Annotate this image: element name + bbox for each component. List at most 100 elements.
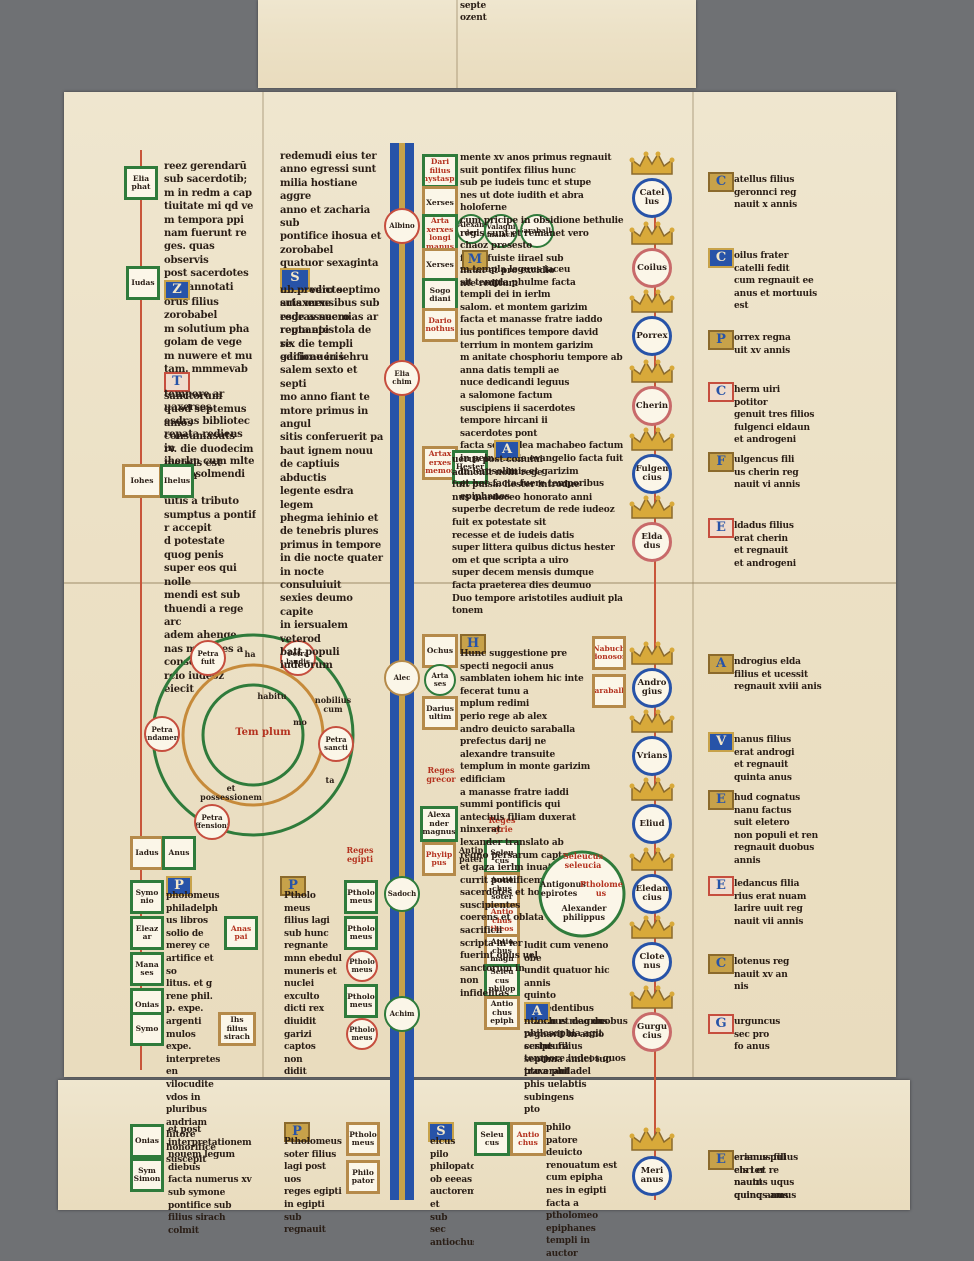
crown-icon	[629, 289, 675, 313]
far-right-entry-9: hud cognatus nanu factus suit eletero no…	[734, 793, 818, 866]
right-text-c: uerus post conuiui admonit nolit rege fu…	[452, 455, 623, 617]
label-ihelus: Ihelus	[160, 464, 194, 498]
petra-circle-2: Petra laudis	[280, 640, 316, 676]
label-saraballa: Saraballa	[592, 674, 626, 708]
initial-c4-icon: C	[708, 954, 734, 974]
label-antigonus: Antip pater	[458, 845, 484, 864]
label-eleazar: Eleaz ar	[130, 916, 164, 950]
ring-word-5: ha	[244, 649, 256, 659]
label-anas-pai: Anas pai	[224, 916, 258, 950]
ring-word-4: et possessionem	[200, 783, 262, 802]
bottom-label-ptholomeus: Ptholo meus	[346, 1122, 380, 1156]
far-right-entry-7: ndrogius elda filius et ucessit regnauit…	[734, 657, 822, 693]
bottom-text-mid: Ptholomeus soter filius lagi post uos re…	[284, 1137, 342, 1236]
king-eldadus: Elda dus	[632, 522, 672, 562]
crown-icon	[629, 915, 675, 939]
bottom-label-philopator: Philo pator	[346, 1160, 380, 1194]
label-antiochus-epiph: Antio chus epiph	[484, 996, 520, 1030]
bottom-text-far: eranus pul chri et re nautus uqus quinqs…	[734, 1153, 797, 1201]
far-right-entry-6: ldadus filius erat cherin et regnauit et…	[734, 521, 797, 569]
fold-line	[692, 92, 694, 1077]
label-seleucus-philop: Seleu cus philop	[484, 964, 520, 998]
initial-p3-icon: P	[708, 330, 734, 350]
crown-icon	[629, 151, 675, 175]
bottom-label-onias: Onias	[130, 1124, 164, 1158]
initial-a-icon: A	[494, 440, 520, 460]
initial-c2-icon: C	[708, 248, 734, 268]
crown-icon	[629, 847, 675, 871]
seleucus-label-2: Antigonus epirotes	[540, 879, 586, 898]
king-fulgencius: Fulgen cius	[632, 454, 672, 494]
crown-icon	[629, 221, 675, 245]
reges-egipti-label: Reges egipti	[346, 845, 374, 864]
center-circle-albino: Albino	[384, 208, 420, 244]
initial-e-icon: E	[708, 518, 734, 538]
initial-p4-icon: P	[284, 1122, 310, 1142]
label-dario-hystaspi: Dari filius hystaspi	[422, 154, 458, 188]
label-sogodiani: Sogo diani	[422, 278, 458, 312]
initial-c3-icon: C	[708, 382, 734, 402]
label-antiochus-magn: Antio chus magn	[484, 934, 520, 968]
circle-esdras: Alexan der	[456, 214, 486, 244]
center-circle-alec: Alec	[384, 660, 420, 696]
far-right-entry-13: erianus filius eis ter naunt quinq anus	[734, 1153, 798, 1201]
king-porrex: Porrex	[632, 316, 672, 356]
initial-e2-icon: E	[708, 790, 734, 810]
label-symo: Symo	[130, 1012, 164, 1046]
crown-icon	[629, 985, 675, 1009]
initial-c-icon: C	[708, 172, 734, 192]
ptholomeus-4: Ptholo meus	[344, 984, 378, 1018]
far-right-entry-3: orrex regna uit xv annis	[734, 333, 791, 356]
initial-v-icon: V	[708, 732, 734, 752]
label-darius-ultim: Darius ultim	[422, 696, 458, 730]
seleucus-label-1: Seleucus seleucia	[562, 851, 603, 870]
initial-f-icon: F	[708, 452, 734, 472]
far-right-entry-2: oilus frater catelli fedit cum regnauit …	[734, 251, 817, 312]
ptholomeus-2: Ptholo meus	[344, 916, 378, 950]
initial-s2-icon: S	[428, 1122, 454, 1142]
label-xerses-2: Xerses	[422, 248, 458, 282]
left-genealogy-line	[140, 150, 142, 1070]
bottom-label-simon: Sym Simon	[130, 1158, 164, 1192]
center-circle-eliachim: Elia chim	[384, 360, 420, 396]
label-alexander-magnus: Alexa nder magnus	[420, 806, 458, 842]
label-dario-nothus: Dario nothus	[422, 308, 458, 342]
right-text-d: Hunc suggestione pre specti negocii anus…	[460, 649, 594, 1000]
bottom-text-right2: philo patore deuicto renouatum est cum e…	[546, 1123, 618, 1259]
label-reges-grecor: Reges grecor	[426, 765, 456, 784]
bottom-label-antiochus: Antio chus	[510, 1122, 546, 1156]
petra-circle-1: Petra fuit	[190, 640, 226, 676]
initial-h-icon: H	[460, 634, 486, 654]
label-philippus: Phylip pus	[422, 842, 456, 876]
fold-line	[64, 582, 896, 584]
left-text-a: reez gerendarū sub sacerdotib; m in redm…	[164, 161, 254, 293]
bottom-text-left: et post interpretationem nouem legum die…	[168, 1125, 252, 1236]
far-right-entry-4: herm uiri potitor genuit tres filios ful…	[734, 385, 815, 446]
king-vrians: Vrians	[632, 736, 672, 776]
crown-icon	[629, 427, 675, 451]
left-text-d: pholomeus philadelph us libros solio de …	[166, 891, 221, 1166]
king-catellus: Catel lus	[632, 178, 672, 218]
king-merianus: Meri anus	[632, 1156, 672, 1196]
king-gurgucius: Gurgu cius	[632, 1012, 672, 1052]
label-symonio: Symo nio	[130, 880, 164, 914]
label-iadus: Iadus	[130, 836, 164, 870]
middle-text-c: Ptholo meus filius lagi sub hunc regnant…	[284, 891, 342, 1078]
label-anus: Anus	[162, 836, 196, 870]
ptholomeus-1: Ptholo meus	[344, 880, 378, 914]
far-right-entry-5: ulgencus fili us cherin reg nauit vi ann…	[734, 455, 801, 491]
king-clotenus: Clote nus	[632, 942, 672, 982]
circle-arses: Arta ses	[424, 664, 456, 696]
label-seleucus: Seleu cus	[484, 840, 520, 874]
label-vago: Nabuch donosor	[592, 636, 626, 670]
seleucus-label-3: Ptholome us	[580, 879, 623, 898]
king-coilus: Coilus	[632, 248, 672, 288]
ring-word-1: habitu	[257, 691, 287, 701]
far-right-entry-1: atellus filius geronnci reg nauit x anni…	[734, 175, 797, 211]
crown-icon	[629, 495, 675, 519]
top-parchment-strip: septe ozent	[258, 0, 696, 88]
circle-neemias: Saraballa	[520, 214, 554, 248]
initial-s-icon: S	[280, 268, 310, 292]
crown-icon	[629, 709, 675, 733]
crown-icon	[629, 777, 675, 801]
